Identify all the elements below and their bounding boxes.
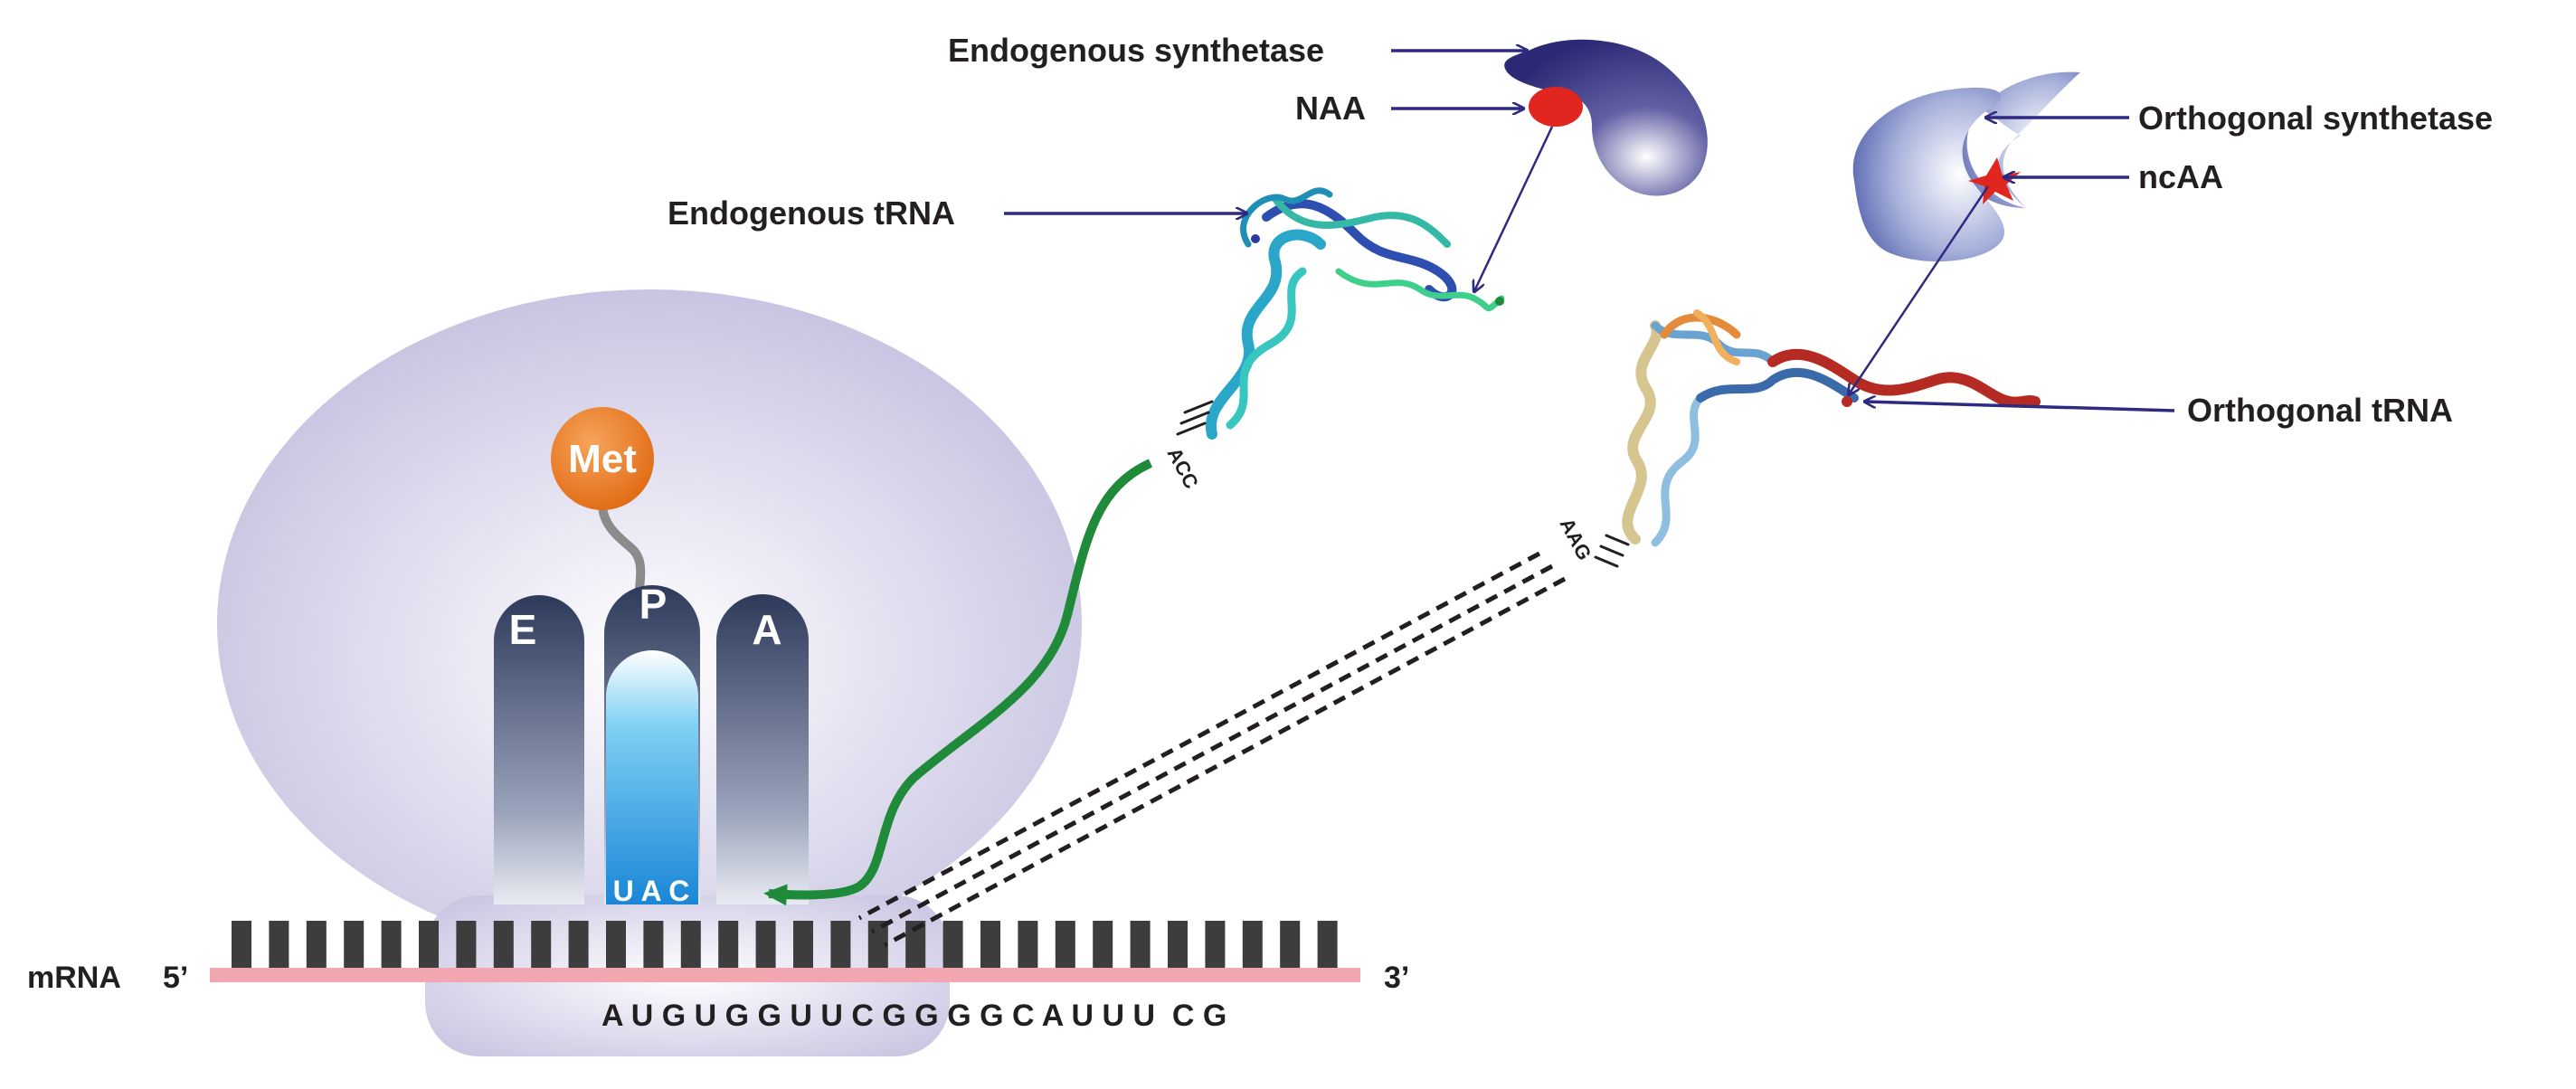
codon-tooth: [793, 921, 813, 968]
a-site: [716, 594, 809, 904]
codon-tooth: [344, 921, 365, 968]
mrna-codon-teeth: [232, 921, 1338, 968]
codon-tooth: [306, 921, 327, 968]
codon-tooth: [680, 921, 701, 968]
p-site-label: P: [639, 581, 668, 628]
naa-label: NAA: [1295, 90, 1366, 127]
codon-tooth: [531, 921, 552, 968]
endogenous-trna-label: Endogenous tRNA: [668, 194, 955, 232]
codon-tooth: [1093, 921, 1113, 968]
codon-tooth: [1168, 921, 1188, 968]
orthogonal-trna-dashed-lines: [857, 551, 1567, 948]
codon-tooth: [269, 921, 289, 968]
codon-tooth: [606, 921, 626, 968]
codon-tooth: [568, 921, 589, 968]
codon-tooth: [905, 921, 926, 968]
codon-tooth: [1242, 921, 1263, 968]
orthogonal-trna-structure: [1594, 309, 2041, 568]
codon-tooth: [1317, 921, 1338, 968]
endogenous-trna-path: [763, 459, 1153, 906]
mrna-label: mRNA: [27, 961, 121, 995]
ncaa-label: ncAA: [2138, 158, 2223, 195]
codon-tooth: [830, 921, 851, 968]
codon-tooth: [456, 921, 477, 968]
codon-tooth: [1130, 921, 1151, 968]
codon-tooth: [1205, 921, 1226, 968]
codon-tooth: [381, 921, 402, 968]
codon-tooth: [232, 921, 251, 968]
mrna-sequence: A U G U G G U U C G G G G C A U U U C G: [601, 999, 1226, 1033]
orthogonal-synthetase-body: [1852, 87, 2005, 262]
label-arrows: [1004, 51, 2175, 412]
codon-tooth: [1280, 921, 1301, 968]
met-amino-acid: [551, 407, 654, 510]
codon-tooth: [1055, 921, 1075, 968]
orthogonal-synthetase-label: Orthogonal synthetase: [2138, 99, 2493, 137]
endogenous-synthetase-label: Endogenous synthetase: [948, 32, 1324, 69]
e-site-label: E: [509, 606, 537, 653]
charging-arrows: [1474, 126, 1990, 394]
mrna-strand: [210, 968, 1360, 982]
codon-tooth: [942, 921, 963, 968]
naa-molecule: [1529, 87, 1583, 127]
endogenous-synthetase: [1504, 39, 1708, 196]
mrna-five-prime: 5’: [163, 961, 188, 995]
anticodon-acc: ACC: [1163, 444, 1204, 493]
codon-tooth: [643, 921, 664, 968]
codon-tooth: [980, 921, 1000, 968]
anticodon-aag: AAG: [1556, 515, 1596, 564]
codon-tooth: [1018, 921, 1038, 968]
met-label: Met: [568, 437, 637, 481]
anticodon-uac: U A C: [613, 875, 690, 907]
codon-tooth: [718, 921, 739, 968]
codon-tooth: [493, 921, 514, 968]
p-site-trna: [606, 650, 698, 904]
a-site-label: A: [752, 606, 781, 653]
orthogonal-trna-label: Orthogonal tRNA: [2187, 392, 2453, 429]
endogenous-trna-structure: [1176, 187, 1505, 440]
codon-tooth: [419, 921, 439, 968]
met-tether: [598, 502, 646, 601]
codon-tooth: [755, 921, 776, 968]
mrna-three-prime: 3’: [1384, 961, 1409, 995]
ncaa-molecule: [1968, 157, 2021, 204]
e-site: [494, 595, 584, 904]
